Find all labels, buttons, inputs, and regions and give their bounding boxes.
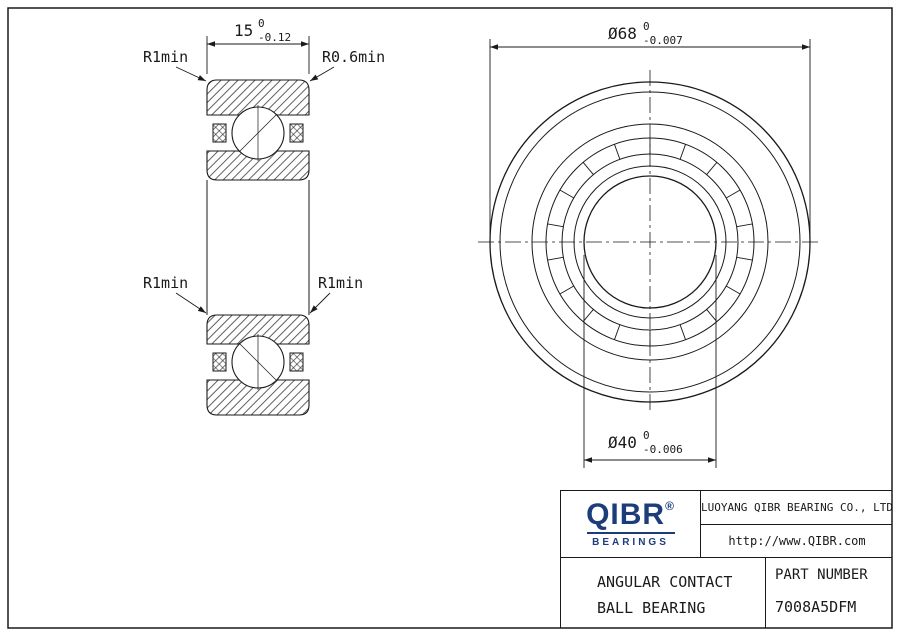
dim-width-tol-lower: -0.12 <box>258 31 291 44</box>
dim-bore-tol-upper: 0 <box>643 429 650 442</box>
company-info-cell: LUOYANG QIBR BEARING CO., LTD http://www… <box>701 491 892 558</box>
outer-ring-section-bottom <box>206 379 310 416</box>
label-r1min-top-left: R1min <box>143 48 188 66</box>
logo-wordmark: QIBR® <box>586 497 675 531</box>
dimension-lines <box>175 36 811 468</box>
dim-bore-tol-lower: -0.006 <box>643 443 683 456</box>
cage-section-top-left <box>212 123 227 143</box>
cage-section-bottom-right <box>289 352 304 372</box>
front-view <box>478 70 822 414</box>
registered-trademark-icon: ® <box>665 498 675 513</box>
outer-ring-section-top <box>206 79 310 116</box>
dim-width-tol-upper: 0 <box>258 17 265 30</box>
dim-outer-tol-lower: -0.007 <box>643 34 683 47</box>
inner-ring-section-bottom <box>206 314 310 345</box>
section-view <box>206 79 310 416</box>
dim-bore-value: Ø40 <box>608 433 637 452</box>
logo-subtext: BEARINGS <box>592 537 669 549</box>
dim-outer-value: Ø68 <box>608 24 637 43</box>
cage-section-bottom-left <box>212 352 227 372</box>
dim-width-value: 15 <box>234 21 253 40</box>
page-border <box>7 7 893 629</box>
product-line2: BALL BEARING <box>597 599 706 618</box>
label-r06min-top-right: R0.6min <box>322 48 385 66</box>
label-r1min-bottom-right: R1min <box>318 274 363 292</box>
part-number-cell: PART NUMBER 7008A5DFM <box>766 558 892 628</box>
company-name: LUOYANG QIBR BEARING CO., LTD <box>701 491 892 525</box>
part-number-value: 7008A5DFM <box>775 598 857 616</box>
drawing-labels: 15 0 -0.12 R1min R0.6min R1min R1min Ø68… <box>143 17 683 456</box>
label-r1min-bottom-left: R1min <box>143 274 188 292</box>
company-logo: QIBR® BEARINGS <box>561 491 701 558</box>
logo-underline <box>586 531 675 535</box>
inner-ring-section-top <box>206 150 310 181</box>
title-block: QIBR® BEARINGS LUOYANG QIBR BEARING CO.,… <box>560 490 892 628</box>
company-website: http://www.QIBR.com <box>728 534 866 548</box>
dim-outer-tol-upper: 0 <box>643 20 650 33</box>
product-line1: ANGULAR CONTACT <box>597 573 733 591</box>
part-number-label: PART NUMBER <box>775 567 868 583</box>
cage-section-top-right <box>289 123 304 143</box>
product-name-cell: ANGULAR CONTACT BALL BEARING <box>561 558 766 628</box>
logo-text: QIBR <box>586 497 666 531</box>
